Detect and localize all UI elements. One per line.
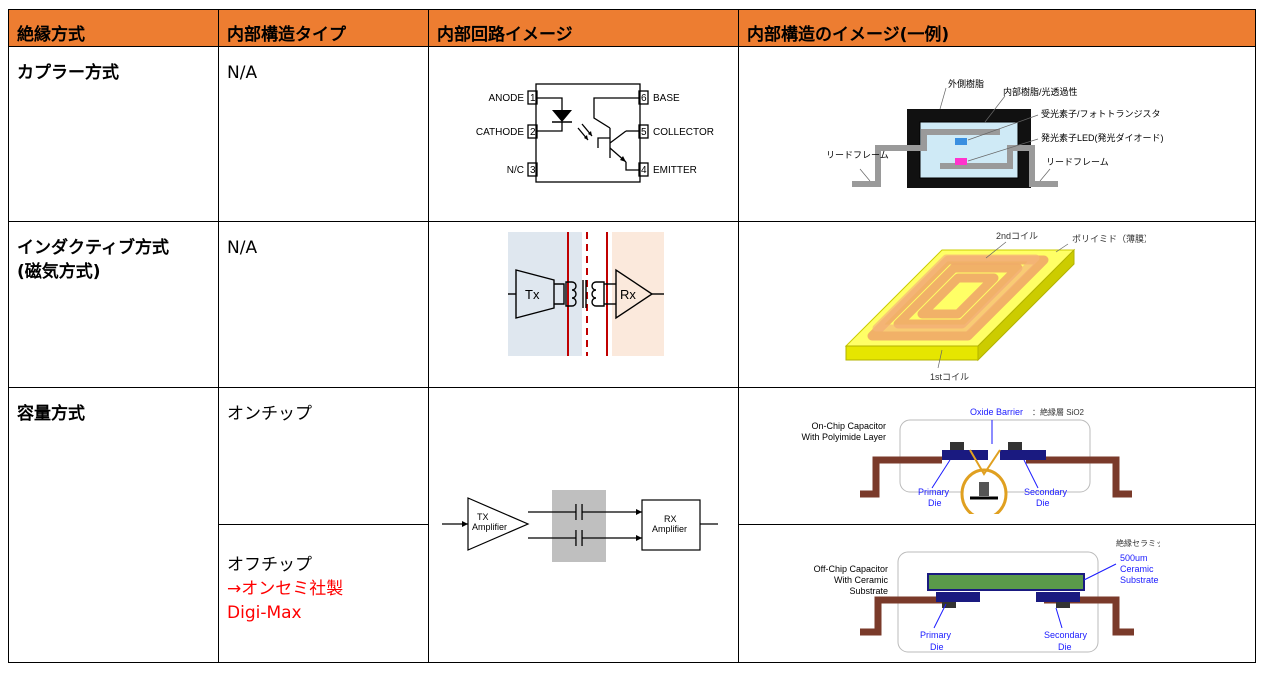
label-tx-amp-2: Amplifier [472,522,507,532]
label-tx: Tx [525,287,540,302]
inductive-circuit-diagram: Tx Rx [508,232,664,356]
type-offchip-label: オフチップ [227,555,312,575]
label-onchip-secondary-1: Secondary [1024,487,1068,497]
structure-offchip-cell [738,524,1256,663]
label-ceramic-note: 絶縁セラミック [1116,538,1160,548]
label-offchip-primary-2: Die [930,642,944,652]
method-inductive: インダクティブ方式 (磁気方式) [8,221,219,388]
label-offchip-primary-1: Primary [920,630,951,640]
method-inductive-line2: (磁気方式) [17,262,101,282]
pin-num-4: 4 [641,165,647,176]
label-coil2: 2ndコイル [996,231,1038,241]
type-inductive: N/A [218,221,429,388]
isolation-table: 絶縁方式 内部構造タイプ 内部回路イメージ 内部構造のイメージ(一例) カプラー… [8,9,1256,663]
label-ceramic-3: Substrate [1120,575,1159,585]
label-offchip-title-3: Substrate [849,586,888,596]
label-oxide-barrier: Oxide Barrier [970,407,1023,417]
pin-label-cathode: CATHODE [476,127,524,138]
pin-label-nc: N/C [507,165,524,176]
label-receiver: 受光素子/フォトトランジスタ [1041,108,1161,119]
header-circuit: 内部回路イメージ [428,9,739,47]
offchip-structure-diagram: 絶縁セラミック Off-Chip Capacitor With Ceramic … [814,538,1160,653]
pin-label-collector: COLLECTOR [653,127,714,138]
label-coil1: 1stコイル [930,372,969,382]
capacitive-circuit-diagram: TX Amplifier RX Amplifier [442,490,718,562]
label-onchip-primary-2: Die [928,498,942,508]
label-offchip-secondary-1: Secondary [1044,630,1088,640]
label-onchip-title-1: On-Chip Capacitor [811,421,886,431]
method-inductive-line1: インダクティブ方式 [17,238,169,258]
label-ceramic-thickness: 500um [1120,553,1148,563]
label-rx-amp-2: Amplifier [652,524,687,534]
header-type: 内部構造タイプ [218,9,429,47]
offchip-note-maker: →オンセミ社製 [227,579,344,599]
label-lead-left: リードフレーム [826,150,889,160]
method-capacitive: 容量方式 [8,387,219,663]
type-coupler: N/A [218,46,429,222]
pin-num-3: 3 [530,165,536,176]
onchip-structure-diagram: On-Chip Capacitor With Polyimide Layer O… [801,407,1132,514]
pin-num-1: 1 [530,93,536,104]
label-lead-right: リードフレーム [1046,157,1109,167]
label-polyimide: ポリイミド（薄膜） [1072,233,1146,244]
pin-label-anode: ANODE [488,93,524,104]
label-offchip-title-1: Off-Chip Capacitor [814,564,888,574]
label-ceramic-2: Ceramic [1120,564,1154,574]
optocoupler-circuit-diagram: ANODE CATHODE N/C 1 2 3 6 5 4 BASE COLLE… [476,83,714,183]
pin-label-emitter: EMITTER [653,165,697,176]
pin-num-2: 2 [530,127,536,138]
label-outer-resin: 外側樹脂 [948,78,984,89]
label-onchip-primary-1: Primary [918,487,949,497]
pin-label-base: BASE [653,93,680,104]
label-oxide-note: ：絶縁層 SiO2 [1032,407,1085,417]
label-onchip-secondary-2: Die [1036,498,1050,508]
led-chip [955,158,967,165]
label-rx: Rx [620,287,636,302]
pin-num-5: 5 [641,127,647,138]
label-rx-amp-1: RX [664,514,677,524]
photo-transistor-chip [955,138,967,145]
optocoupler-structure-diagram: 外側樹脂 内部樹脂/光透過性 受光素子/フォトトランジスタ 発光素子LED(発光… [826,78,1164,188]
label-offchip-secondary-2: Die [1058,642,1072,652]
header-structure: 内部構造のイメージ(一例) [738,9,1256,47]
label-emitter: 発光素子LED(発光ダイオード) [1041,132,1164,143]
label-tx-amp-1: TX [477,512,489,522]
offchip-note-product: Digi-Max [227,603,302,623]
inductive-structure-diagram: 2ndコイル ポリイミド（薄膜） 1stコイル [844,231,1146,382]
label-offchip-title-2: With Ceramic [834,575,889,585]
label-onchip-title-2: With Polyimide Layer [801,432,886,442]
type-offchip: オフチップ →オンセミ社製 Digi-Max [218,524,429,663]
header-method: 絶縁方式 [8,9,219,47]
type-onchip: オンチップ [218,387,429,525]
method-coupler: カプラー方式 [8,46,219,222]
pin-num-6: 6 [641,93,647,104]
label-inner-resin: 内部樹脂/光透過性 [1003,86,1078,97]
